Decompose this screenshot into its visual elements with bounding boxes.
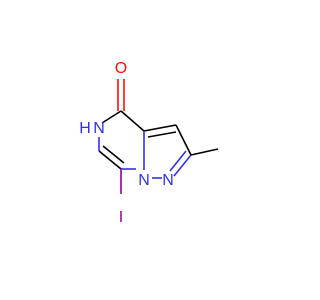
bond-c3a-c3 [143,124,177,132]
bond-c2-n1-double [169,150,187,172]
bond-c3-c2 [175,124,192,156]
bridge-nitrogen-label: N [138,172,150,189]
bond-c4-nh [101,110,122,124]
oxygen-atom-label: O [115,60,127,77]
bond-c6-c7-double [102,145,125,164]
bond-c3a-c3-double [147,131,177,138]
bond-c2-n1 [173,154,192,177]
structure-diagram: O H N N N I [79,60,219,226]
pyrazole-nitrogen-label: N [162,172,174,189]
bond-c4-c3a [120,110,145,132]
iodine-atom-label: I [119,209,123,226]
bond-c6-c7 [98,150,122,170]
nh-hydrogen-label: H [79,120,91,137]
nh-nitrogen-label: N [93,120,105,137]
molecule-canvas: O H N N N I [79,60,219,226]
bond-c2-methyl [190,148,219,156]
